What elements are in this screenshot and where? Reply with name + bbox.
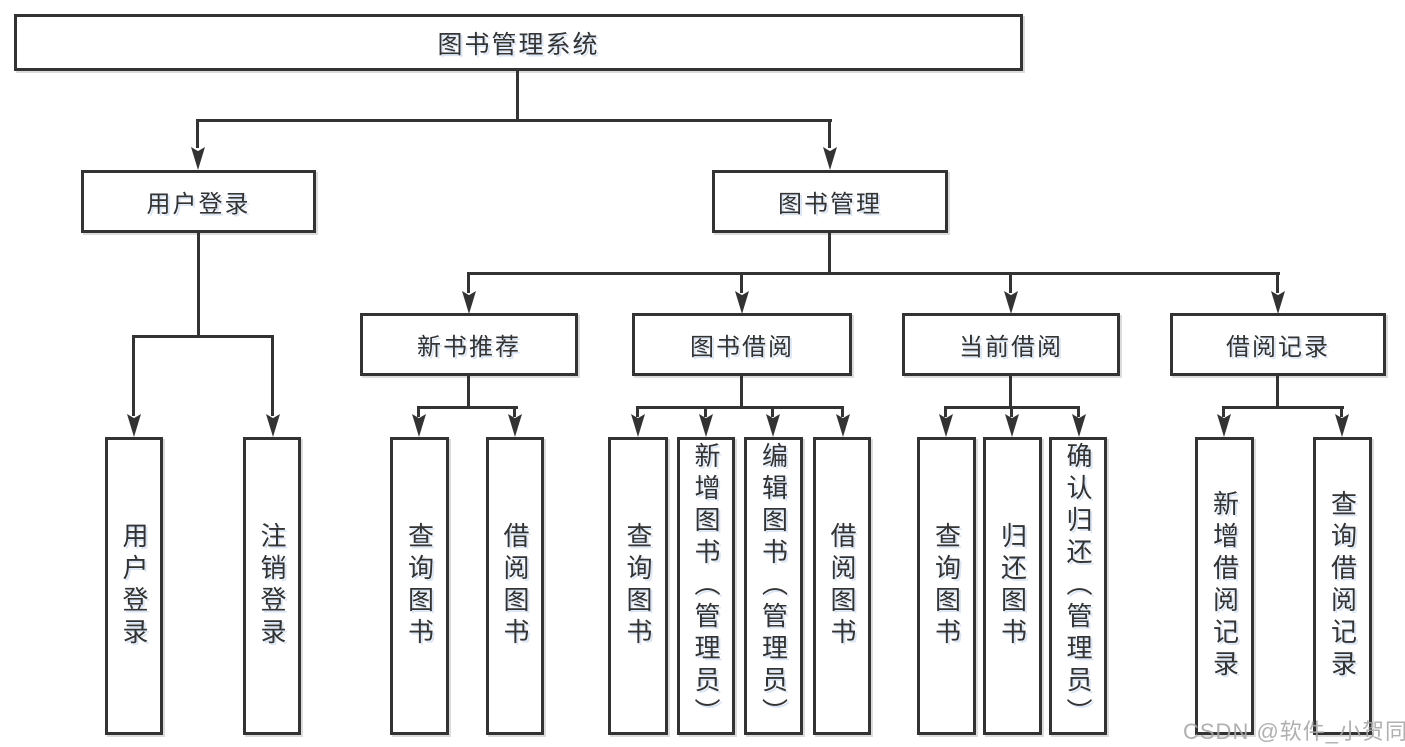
leaf-edit-book-admin-label: 编辑图书（管理员） <box>758 442 789 730</box>
arrowhead-down-icon <box>939 414 953 437</box>
arrowhead-down-icon <box>766 414 780 437</box>
node-book-management: 图书管理 <box>712 170 948 233</box>
connector-borrowing-drop <box>740 272 743 293</box>
leaf-add-book-admin: 新增图书（管理员） <box>677 437 735 735</box>
leaf-logout-label: 注销登录 <box>257 522 287 650</box>
leaf-add-borrow-record-label: 新增借阅记录 <box>1209 490 1240 682</box>
node-book-borrowing: 图书借阅 <box>632 313 852 376</box>
connector-root-stem <box>516 69 519 122</box>
leaf-add-book-admin-label: 新增图书（管理员） <box>691 442 721 730</box>
leaf-newbooks-borrow-books: 借阅图书 <box>486 437 544 735</box>
node-current-borrowing: 当前借阅 <box>902 313 1120 376</box>
arrowhead-down-icon <box>1072 414 1086 437</box>
connector-current-leaf3-drop <box>1077 406 1080 417</box>
connector-records-stem <box>1276 376 1279 409</box>
node-user-login-label: 用户登录 <box>146 191 251 218</box>
leaf-edit-book-admin: 编辑图书（管理员） <box>744 437 803 735</box>
arrowhead-down-icon <box>836 414 850 437</box>
leaf-current-query-books: 查询图书 <box>917 437 976 735</box>
leaf-borrowing-borrow-books-label: 借阅图书 <box>827 522 857 650</box>
node-book-borrowing-label: 图书借阅 <box>690 334 794 361</box>
connector-mgmt-bar <box>467 272 1280 275</box>
leaf-logout: 注销登录 <box>243 437 301 735</box>
connector-login-drop <box>196 119 199 148</box>
connector-mgmt-drop <box>828 119 831 148</box>
csdn-watermark: CSDN @软件_小贺同学 <box>1183 719 1405 744</box>
connector-login-leaf2-drop <box>271 335 274 416</box>
connector-newbooks-leaf2-drop <box>513 406 516 417</box>
connector-borrowing-leaf1-drop <box>636 406 639 417</box>
leaf-borrowing-query-books: 查询图书 <box>608 437 668 735</box>
arrowhead-down-icon <box>1004 291 1018 314</box>
connector-newbooks-leaf1-drop <box>417 406 420 417</box>
leaf-newbooks-query-books-label: 查询图书 <box>404 522 435 650</box>
connector-newbooks-drop <box>467 272 470 293</box>
node-current-borrowing-label: 当前借阅 <box>959 334 1063 361</box>
arrowhead-down-icon <box>462 291 476 314</box>
connector-borrowing-leaf2-drop <box>704 406 707 417</box>
arrowhead-down-icon <box>191 147 205 170</box>
leaf-return-books-label: 归还图书 <box>997 522 1028 650</box>
leaf-add-borrow-record: 新增借阅记录 <box>1195 437 1254 735</box>
connector-current-leaf2-drop <box>1010 406 1013 417</box>
connector-records-leaf2-drop <box>1340 406 1343 417</box>
node-root-library-system: 图书管理系统 <box>14 14 1023 71</box>
connector-records-drop <box>1276 272 1279 293</box>
node-borrow-records-label: 借阅记录 <box>1226 334 1330 361</box>
arrowhead-down-icon <box>266 414 280 437</box>
leaf-current-query-books-label: 查询图书 <box>931 522 962 650</box>
connector-current-stem <box>1009 376 1012 409</box>
arrowhead-down-icon <box>735 291 749 314</box>
node-new-book-recommend-label: 新书推荐 <box>417 334 521 361</box>
connector-root-bar <box>196 119 832 122</box>
connector-borrowing-bar <box>636 406 844 409</box>
leaf-user-login-label: 用户登录 <box>119 522 149 650</box>
leaf-borrowing-query-books-label: 查询图书 <box>623 522 653 650</box>
connector-login-bar <box>132 335 274 338</box>
connector-newbooks-bar <box>417 406 518 409</box>
connector-records-bar <box>1222 406 1344 409</box>
arrowhead-down-icon <box>1271 291 1285 314</box>
leaf-query-borrow-record-label: 查询借阅记录 <box>1327 490 1358 682</box>
leaf-confirm-return-admin: 确认归还（管理员） <box>1049 437 1107 735</box>
connector-borrowing-leaf4-drop <box>841 406 844 417</box>
leaf-user-login: 用户登录 <box>105 437 163 735</box>
leaf-borrowing-borrow-books: 借阅图书 <box>813 437 871 735</box>
arrowhead-down-icon <box>699 414 713 437</box>
node-borrow-records: 借阅记录 <box>1170 313 1386 376</box>
arrowhead-down-icon <box>1005 414 1019 437</box>
connector-borrowing-stem <box>740 376 743 409</box>
arrowhead-down-icon <box>508 414 522 437</box>
node-user-login: 用户登录 <box>81 170 316 233</box>
connector-mgmt-stem <box>828 233 831 275</box>
node-book-management-label: 图书管理 <box>778 191 882 218</box>
node-new-book-recommend: 新书推荐 <box>360 313 578 376</box>
connector-login-stem <box>197 233 200 338</box>
connector-login-leaf1-drop <box>132 335 135 416</box>
connector-records-leaf1-drop <box>1222 406 1225 417</box>
arrowhead-down-icon <box>1335 414 1349 437</box>
arrowhead-down-icon <box>823 147 837 170</box>
arrowhead-down-icon <box>127 414 141 437</box>
connector-borrowing-leaf3-drop <box>771 406 774 417</box>
connector-current-leaf1-drop <box>944 406 947 417</box>
leaf-return-books: 归还图书 <box>983 437 1042 735</box>
node-root-label: 图书管理系统 <box>437 30 600 59</box>
arrowhead-down-icon <box>1217 414 1231 437</box>
connector-current-drop <box>1009 272 1012 293</box>
leaf-newbooks-borrow-books-label: 借阅图书 <box>500 522 530 650</box>
arrowhead-down-icon <box>412 414 426 437</box>
leaf-query-borrow-record: 查询借阅记录 <box>1313 437 1372 735</box>
arrowhead-down-icon <box>631 414 645 437</box>
leaf-confirm-return-admin-label: 确认归还（管理员） <box>1063 442 1093 730</box>
leaf-newbooks-query-books: 查询图书 <box>390 437 449 735</box>
connector-newbooks-stem <box>467 376 470 409</box>
